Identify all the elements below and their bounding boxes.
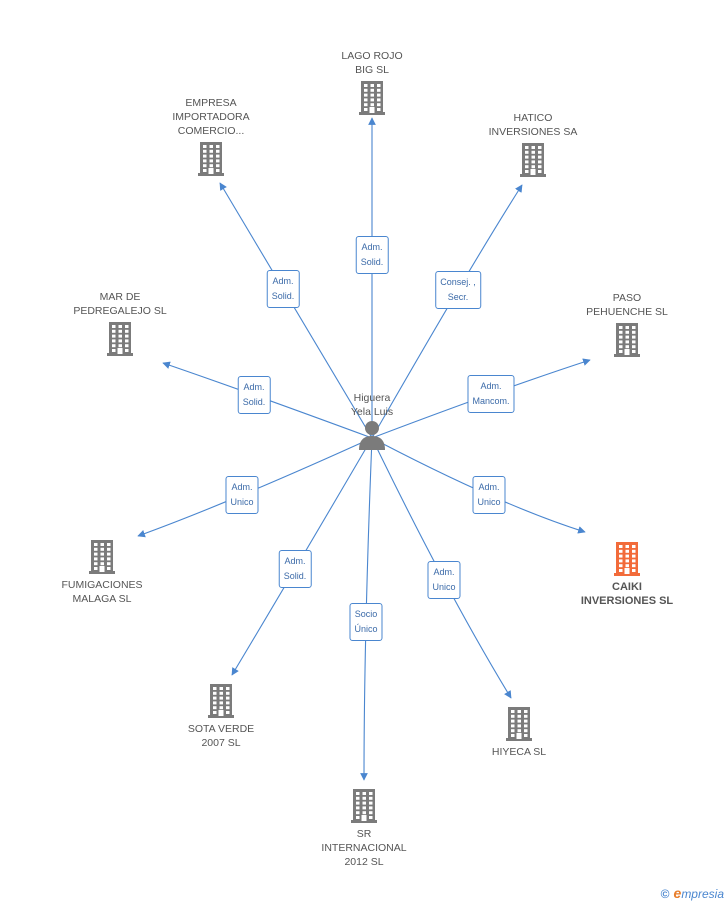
relation-label-line: Adm. (361, 242, 383, 252)
building-icon (614, 323, 640, 357)
company-name: FUMIGACIONES MALAGA SL (27, 578, 177, 606)
person-name-line: Yela Luis (350, 406, 394, 418)
company-name-line: CAIKI (612, 581, 642, 593)
company-name-line: HATICO (513, 112, 553, 124)
relation-label-line: Adm. (284, 556, 306, 566)
relation-label-hatico[interactable]: Consej. , Secr. (435, 271, 481, 309)
company-node-paso-pehuenche[interactable]: PASO PEHUENCHE SL (552, 291, 702, 357)
relation-label-line: Mancom. (472, 396, 510, 406)
building-icon (520, 143, 546, 177)
company-node-caiki[interactable]: CAIKI INVERSIONES SL (552, 542, 702, 608)
company-name-line: INTERNACIONAL (321, 842, 407, 854)
company-node-fumigaciones[interactable]: FUMIGACIONES MALAGA SL (27, 540, 177, 606)
relation-label-lago-rojo[interactable]: Adm. Solid. (355, 236, 389, 274)
relation-label-line: Solid. (271, 291, 295, 301)
building-icon (614, 542, 640, 576)
company-node-lago-rojo[interactable]: LAGO ROJO BIG SL (297, 49, 447, 115)
relation-label-line: Secr. (447, 292, 469, 302)
center-person[interactable]: Higuera Yela Luis (312, 391, 432, 451)
company-name: MAR DE PEDREGALEJO SL (45, 290, 195, 318)
relation-label-line: Solid. (283, 571, 307, 581)
relation-label-line: Adm. (480, 381, 502, 391)
company-name-line: LAGO ROJO (341, 50, 403, 62)
company-name-line: SOTA VERDE (187, 723, 255, 735)
company-name-line: IMPORTADORA (172, 111, 250, 123)
building-icon (351, 789, 377, 823)
copyright-icon: © (660, 887, 670, 901)
relation-label-hiyeca[interactable]: Adm. Unico (427, 561, 461, 599)
relation-label-line: Unico (432, 582, 456, 592)
company-name-line: MAR DE (99, 291, 141, 303)
company-name: HATICO INVERSIONES SA (458, 111, 608, 139)
company-name-line: BIG SL (355, 64, 389, 76)
relation-label-line: Unico (230, 497, 254, 507)
company-name: PASO PEHUENCHE SL (552, 291, 702, 319)
company-name: CAIKI INVERSIONES SL (552, 580, 702, 608)
company-name: SR INTERNACIONAL 2012 SL (289, 827, 439, 869)
relation-label-line: Solid. (242, 397, 266, 407)
building-icon (107, 322, 133, 356)
company-name-line: SR (356, 828, 372, 840)
company-name-line: PASO (612, 292, 642, 304)
building-icon (89, 540, 115, 574)
company-name-line: MALAGA SL (72, 593, 132, 605)
relation-label-line: Consej. , (440, 277, 476, 287)
building-icon (208, 684, 234, 718)
relation-label-line: Adm. (478, 482, 500, 492)
relation-label-line: Adm. (243, 382, 265, 392)
relation-label-caiki[interactable]: Adm. Unico (472, 476, 506, 514)
relation-label-sota-verde[interactable]: Adm. Solid. (278, 550, 312, 588)
company-node-mar-de-pedregalejo[interactable]: MAR DE PEDREGALEJO SL (45, 290, 195, 356)
company-name: LAGO ROJO BIG SL (297, 49, 447, 77)
building-icon (506, 707, 532, 741)
relation-label-line: Solid. (360, 257, 384, 267)
relation-label-mar-de-pedregalejo[interactable]: Adm. Solid. (237, 376, 271, 414)
company-name-line: FUMIGACIONES (61, 579, 143, 591)
person-icon (359, 421, 385, 450)
relation-label-line: Socio (354, 609, 378, 619)
relation-label-fumigaciones[interactable]: Adm. Unico (225, 476, 259, 514)
brand-logo-text: mpresia (681, 887, 724, 901)
building-icon (359, 81, 385, 115)
brand-logo-initial: e (673, 885, 682, 901)
company-name-line: 2012 SL (344, 856, 384, 868)
footer-brand: ©empresia (661, 885, 724, 901)
company-name: HIYECA SL (444, 745, 594, 759)
building-icon (198, 142, 224, 176)
company-name-line: EMPRESA (185, 97, 237, 109)
relation-label-line: Adm. (231, 482, 253, 492)
relation-label-line: Unico (477, 497, 501, 507)
company-node-sr-internacional[interactable]: SR INTERNACIONAL 2012 SL (289, 789, 439, 869)
company-name: EMPRESA IMPORTADORA COMERCIO... (136, 96, 286, 138)
company-name-line: COMERCIO... (177, 125, 245, 137)
relation-label-empresa-importadora[interactable]: Adm. Solid. (266, 270, 300, 308)
company-node-hatico[interactable]: HATICO INVERSIONES SA (458, 111, 608, 177)
relation-label-line: Único (354, 624, 378, 634)
relation-label-paso-pehuenche[interactable]: Adm. Mancom. (467, 375, 515, 413)
company-name-line: PEHUENCHE SL (586, 306, 668, 318)
company-name: SOTA VERDE 2007 SL (146, 722, 296, 750)
company-name-line: 2007 SL (201, 737, 241, 749)
company-node-hiyeca[interactable]: HIYECA SL (444, 707, 594, 759)
company-name-line: INVERSIONES SL (580, 595, 674, 607)
person-name-line: Higuera (353, 392, 391, 404)
relation-label-line: Adm. (433, 567, 455, 577)
relation-label-line: Adm. (272, 276, 294, 286)
person-name: Higuera Yela Luis (312, 391, 432, 419)
company-name-line: PEDREGALEJO SL (73, 305, 167, 317)
company-name-line: HIYECA SL (491, 746, 547, 758)
company-node-sota-verde[interactable]: SOTA VERDE 2007 SL (146, 684, 296, 750)
company-node-empresa-importadora[interactable]: EMPRESA IMPORTADORA COMERCIO... (136, 96, 286, 176)
company-name-line: INVERSIONES SA (488, 126, 578, 138)
